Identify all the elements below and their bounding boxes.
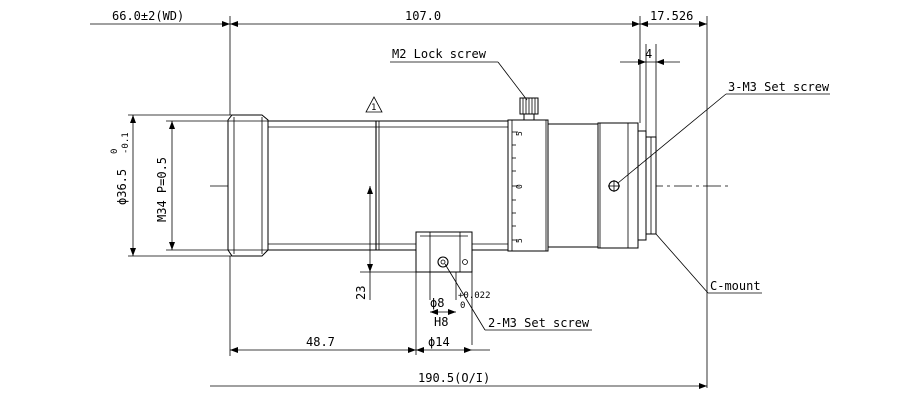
dim-width-4-lines xyxy=(620,44,680,137)
callout-m2-leader xyxy=(390,61,528,101)
dim-487-lines xyxy=(229,256,490,356)
front-ring xyxy=(227,114,269,257)
m2-lock-screw xyxy=(519,97,539,121)
left-dimensions xyxy=(128,114,268,257)
mounting-bracket xyxy=(415,231,473,355)
dim-tol-0: 0 xyxy=(110,149,120,154)
rear-collar xyxy=(597,122,639,249)
callout-2m3-set-screw: 2-M3 Set screw xyxy=(488,316,590,330)
main-barrel xyxy=(267,120,509,251)
dim-working-distance: 66.0±2(WD) xyxy=(112,9,184,23)
scale-label-zero: 0 xyxy=(515,184,524,189)
dim-width-4: 4 xyxy=(645,47,652,61)
callout-cmount-leader xyxy=(655,233,762,294)
dim-height-23: 23 xyxy=(354,286,368,300)
lens-body: 5 0 5 xyxy=(227,114,657,257)
scale-label-bottom: 5 xyxy=(515,238,524,243)
scale-label-top: 5 xyxy=(515,131,524,136)
dim-dia-365: ϕ36.5 xyxy=(115,169,129,205)
warning-triangle-icon: 1 xyxy=(365,96,383,113)
dim-thread-m34: M34 P=0.5 xyxy=(155,157,169,222)
m3-set-screw-marker xyxy=(608,180,620,192)
dim-dia-8-lines xyxy=(430,309,456,315)
callout-2m3-leader xyxy=(444,263,592,331)
scale-ticks xyxy=(512,131,518,241)
dim-tol-neg01: -0.1 xyxy=(121,132,131,154)
dim-length-107: 107.0 xyxy=(405,9,441,23)
dim-total-1905: 190.5(O/I) xyxy=(418,371,490,385)
dim-tol-plus0022: +0.022 xyxy=(458,291,491,301)
dim-total-lines xyxy=(210,383,707,389)
dim-dia-8: ϕ8 xyxy=(430,296,444,310)
top-dimensions xyxy=(90,16,708,388)
dim-dia-14: ϕ14 xyxy=(428,335,450,349)
cmount-flange xyxy=(637,130,647,241)
rear-barrel xyxy=(547,123,599,248)
callout-cmount: C-mount xyxy=(710,279,761,293)
dim-length-487: 48.7 xyxy=(306,335,335,349)
dim-fit-h8: H8 xyxy=(434,315,448,329)
callout-3m3-set-screw: 3-M3 Set screw xyxy=(728,80,830,94)
dim-tol-zero: 0 xyxy=(460,301,465,311)
dim-height-23-lines xyxy=(360,186,416,300)
callout-m2-lock-screw: M2 Lock screw xyxy=(392,47,487,61)
callout-3m3-leader xyxy=(617,93,830,184)
scale-ring xyxy=(507,119,549,252)
warning-number: 1 xyxy=(371,103,376,113)
dim-flange-17526: 17.526 xyxy=(650,9,693,23)
